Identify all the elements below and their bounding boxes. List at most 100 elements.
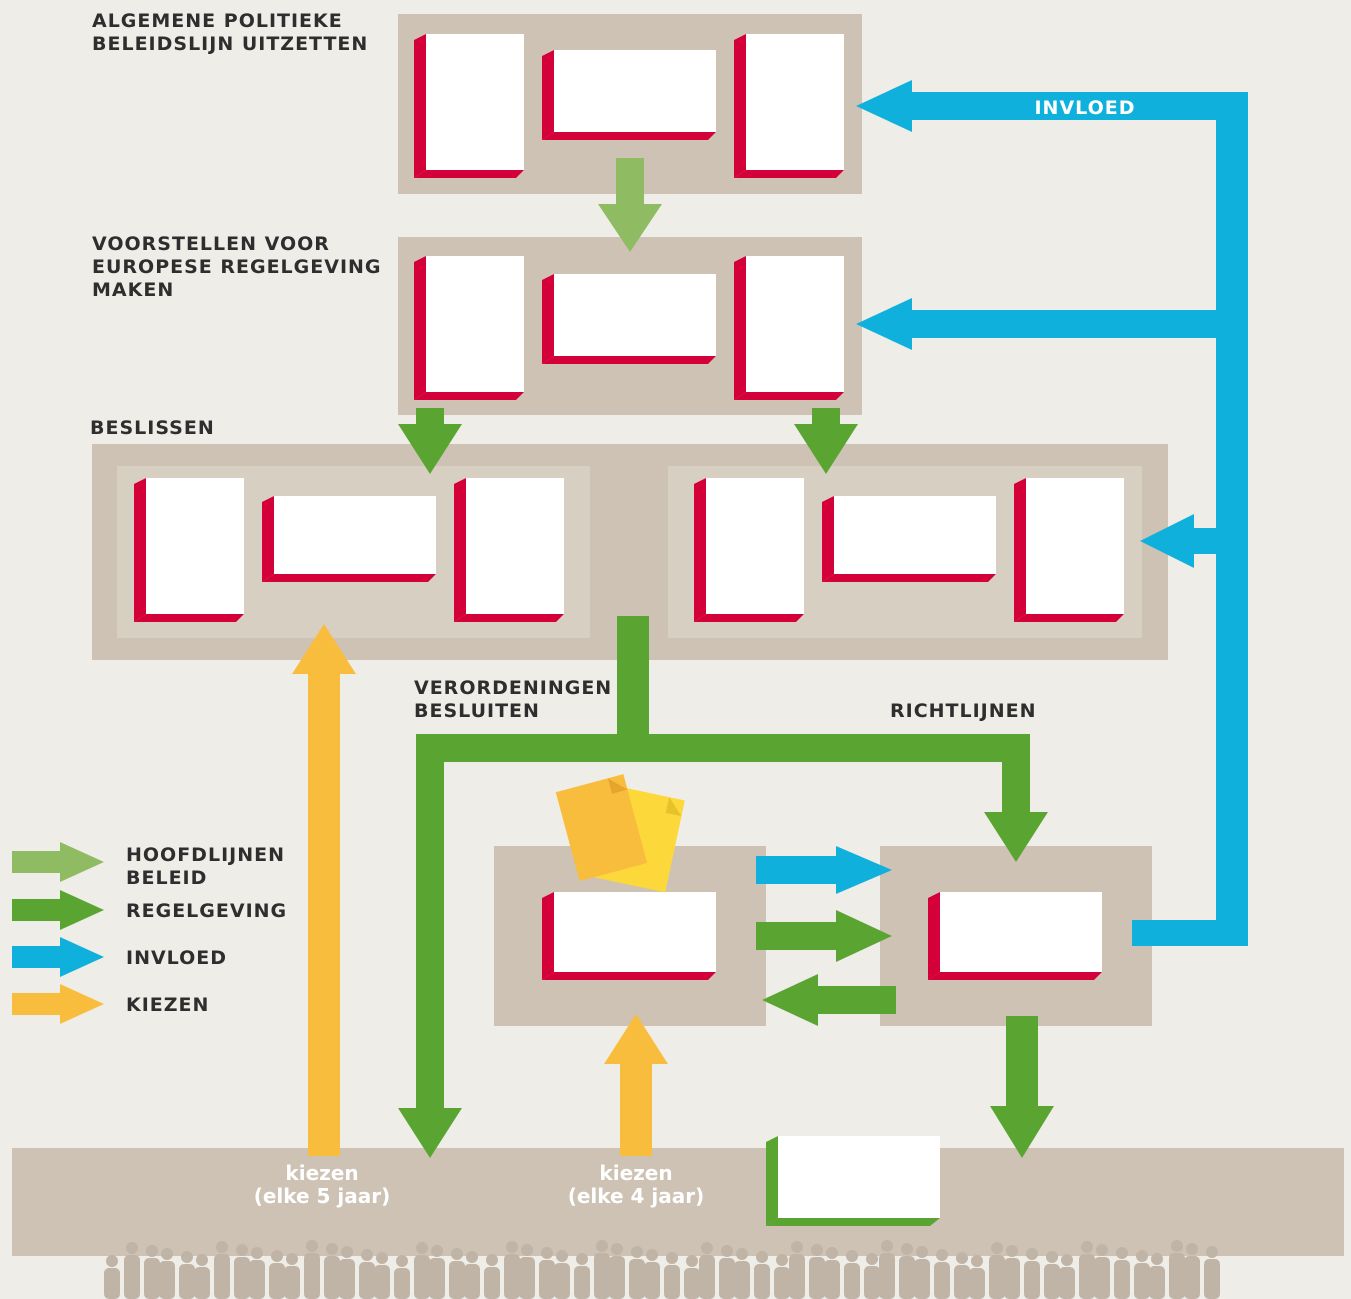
person-silhouette: [359, 1249, 375, 1299]
influence-label: INVLOED: [1034, 97, 1135, 119]
person-silhouette: [789, 1241, 805, 1299]
institution-card: [694, 478, 804, 622]
person-silhouette: [954, 1252, 970, 1299]
person-silhouette: [1184, 1243, 1200, 1299]
person-silhouette: [374, 1252, 390, 1299]
person-silhouette: [539, 1247, 555, 1299]
elect-flow: [292, 624, 668, 1156]
institution-card: [454, 478, 564, 622]
influence-flow: [756, 80, 1248, 946]
step-label-policy-line: ALGEMENE POLITIEKE BELEIDSLIJN UITZETTEN: [92, 10, 369, 55]
institution-card: [542, 50, 716, 140]
person-silhouette: [464, 1251, 480, 1299]
person-silhouette: [879, 1240, 895, 1299]
person-silhouette: [844, 1250, 860, 1299]
person-silhouette: [144, 1245, 160, 1299]
person-silhouette: [1044, 1251, 1060, 1299]
legislation-flow: [398, 408, 1054, 1158]
arrow-right-icon: [12, 890, 104, 930]
person-silhouette: [1169, 1240, 1185, 1299]
institution-card: [262, 496, 436, 582]
institution-card: [822, 496, 996, 582]
legend-item-elect: KIEZEN: [126, 994, 210, 1016]
person-silhouette: [159, 1248, 175, 1299]
person-silhouette: [214, 1241, 230, 1299]
step-label-decide: BESLISSEN: [90, 417, 215, 439]
person-silhouette: [124, 1242, 140, 1299]
institution-card: [542, 274, 716, 364]
arrow-right-icon: [12, 842, 104, 882]
person-silhouette: [519, 1244, 535, 1299]
person-silhouette: [629, 1246, 645, 1299]
citizens-band: [12, 1148, 1344, 1256]
person-silhouette: [324, 1243, 340, 1299]
person-silhouette: [809, 1244, 825, 1299]
institution-card: [542, 892, 716, 980]
person-silhouette: [864, 1253, 880, 1299]
person-silhouette: [249, 1247, 265, 1299]
person-silhouette: [1079, 1241, 1095, 1299]
person-silhouette: [899, 1243, 915, 1299]
person-silhouette: [179, 1251, 195, 1299]
person-silhouette: [429, 1245, 445, 1299]
arrow-right-icon: [12, 937, 104, 977]
institution-card: [414, 34, 524, 178]
person-silhouette: [644, 1249, 660, 1299]
person-silhouette: [914, 1246, 930, 1299]
person-silhouette: [234, 1244, 250, 1299]
person-silhouette: [554, 1250, 570, 1299]
person-silhouette: [734, 1248, 750, 1299]
institution-cards: [134, 34, 1124, 980]
arrow-right-icon: [12, 984, 104, 1024]
person-silhouette: [269, 1250, 285, 1299]
person-silhouette: [719, 1245, 735, 1299]
person-silhouette: [754, 1251, 770, 1299]
institution-card: [734, 256, 844, 400]
person-silhouette: [969, 1255, 985, 1299]
person-silhouette: [484, 1254, 500, 1299]
election-label-4-years: kiezen (elke 4 jaar): [567, 1161, 705, 1208]
documents-icon: [555, 774, 685, 893]
person-silhouette: [824, 1247, 840, 1299]
person-silhouette: [394, 1255, 410, 1299]
person-silhouette: [284, 1253, 300, 1299]
institution-card: [134, 478, 244, 622]
person-silhouette: [1114, 1247, 1130, 1299]
institution-card: [928, 892, 1102, 980]
legend-item-legislation: REGELGEVING: [126, 900, 288, 922]
person-silhouette: [989, 1242, 1005, 1299]
legend-item-influence: INVLOED: [126, 947, 228, 969]
person-silhouette: [594, 1240, 610, 1299]
legend-arrows: [12, 842, 104, 1024]
person-silhouette: [609, 1243, 625, 1299]
person-silhouette: [104, 1255, 120, 1299]
person-silhouette: [574, 1253, 590, 1299]
flow-label-regulations: VERORDENINGEN BESLUITEN: [414, 677, 613, 722]
person-silhouette: [1134, 1250, 1150, 1299]
person-silhouette: [699, 1242, 715, 1299]
crowd-silhouette: [104, 1240, 1220, 1299]
person-silhouette: [504, 1241, 520, 1299]
person-silhouette: [1059, 1254, 1075, 1299]
person-silhouette: [774, 1254, 790, 1299]
policy-flow-arrow: [598, 158, 662, 252]
person-silhouette: [684, 1255, 700, 1299]
legend-item-policy: HOOFDLIJNEN BELEID: [126, 844, 285, 889]
person-silhouette: [664, 1252, 680, 1299]
person-silhouette: [414, 1242, 430, 1299]
person-silhouette: [1024, 1248, 1040, 1299]
election-label-5-years: kiezen (elke 5 jaar): [253, 1161, 391, 1208]
person-silhouette: [304, 1240, 320, 1299]
person-silhouette: [1094, 1244, 1110, 1299]
institution-card: [734, 34, 844, 178]
flow-label-directives: RICHTLIJNEN: [890, 700, 1037, 722]
citizen-card: [766, 1136, 940, 1226]
person-silhouette: [1004, 1245, 1020, 1299]
institution-card: [1014, 478, 1124, 622]
person-silhouette: [934, 1249, 950, 1299]
step-label-proposals: VOORSTELLEN VOOR EUROPESE REGELGEVING MA…: [92, 233, 382, 301]
person-silhouette: [339, 1246, 355, 1299]
institution-card: [414, 256, 524, 400]
person-silhouette: [1149, 1253, 1165, 1299]
